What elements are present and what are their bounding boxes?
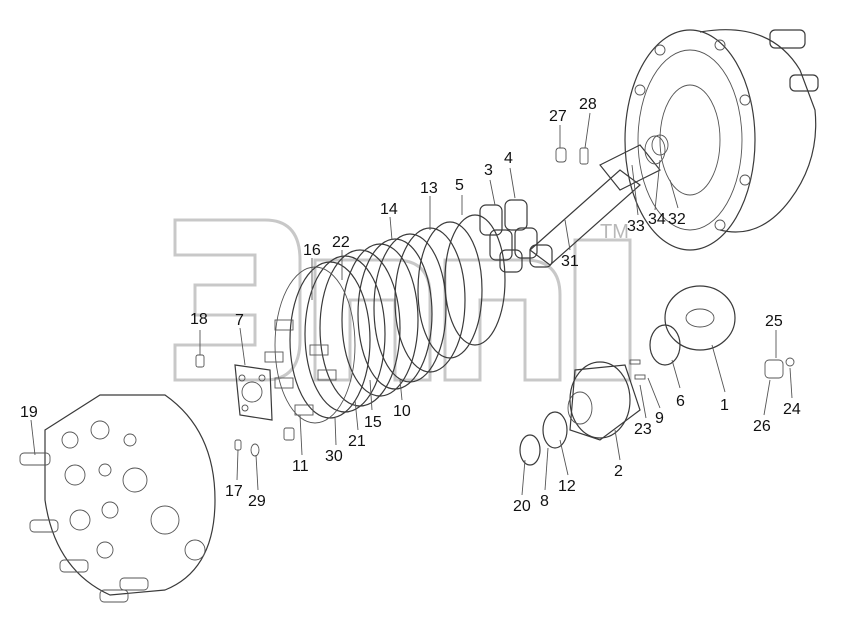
callout-11: 11 bbox=[292, 458, 309, 475]
valve-body bbox=[519, 285, 795, 466]
callout-21: 21 bbox=[348, 433, 366, 450]
callout-labels: 1 2 3 4 5 6 7 8 9 10 11 12 13 14 15 16 1… bbox=[20, 96, 801, 515]
callout-25: 25 bbox=[765, 313, 783, 330]
callout-23: 23 bbox=[634, 421, 652, 438]
callout-22: 22 bbox=[332, 234, 350, 251]
callout-10: 10 bbox=[393, 403, 411, 420]
callout-27: 27 bbox=[549, 108, 567, 125]
callout-8: 8 bbox=[540, 493, 549, 510]
leader-lines bbox=[30, 112, 793, 496]
callout-12: 12 bbox=[558, 478, 576, 495]
callout-15: 15 bbox=[364, 414, 382, 431]
callout-29: 29 bbox=[248, 493, 266, 510]
callout-32: 32 bbox=[668, 211, 686, 228]
callout-14: 14 bbox=[380, 201, 398, 218]
pins-27-28 bbox=[555, 147, 589, 165]
valve-plate bbox=[234, 364, 273, 421]
callout-33: 33 bbox=[627, 218, 645, 235]
callout-1: 1 bbox=[720, 397, 729, 414]
motor-housing-flange bbox=[624, 29, 819, 251]
callout-17: 17 bbox=[225, 483, 243, 500]
callout-28: 28 bbox=[579, 96, 597, 113]
callout-5: 5 bbox=[455, 177, 464, 194]
callout-6: 6 bbox=[676, 393, 685, 410]
callout-19: 19 bbox=[20, 404, 38, 421]
callout-9: 9 bbox=[655, 410, 664, 427]
watermark-logo: TM bbox=[173, 218, 632, 382]
callout-7: 7 bbox=[235, 312, 244, 329]
drive-shaft bbox=[529, 134, 669, 266]
rear-valve-housing bbox=[19, 394, 216, 603]
callout-3: 3 bbox=[484, 162, 493, 179]
brake-springs bbox=[264, 319, 337, 416]
callout-34: 34 bbox=[648, 211, 666, 228]
callout-31: 31 bbox=[561, 253, 579, 270]
watermark-tm: TM bbox=[600, 221, 629, 243]
piston-assembly bbox=[479, 199, 553, 273]
small-pins bbox=[195, 354, 295, 457]
callout-16: 16 bbox=[303, 242, 321, 259]
callout-20: 20 bbox=[513, 498, 531, 515]
callout-2: 2 bbox=[614, 463, 623, 480]
callout-30: 30 bbox=[325, 448, 343, 465]
callout-4: 4 bbox=[504, 150, 513, 167]
callout-24: 24 bbox=[783, 401, 801, 418]
friction-discs bbox=[274, 214, 506, 424]
callout-13: 13 bbox=[420, 180, 438, 197]
callout-18: 18 bbox=[190, 311, 208, 328]
callout-26: 26 bbox=[753, 418, 771, 435]
